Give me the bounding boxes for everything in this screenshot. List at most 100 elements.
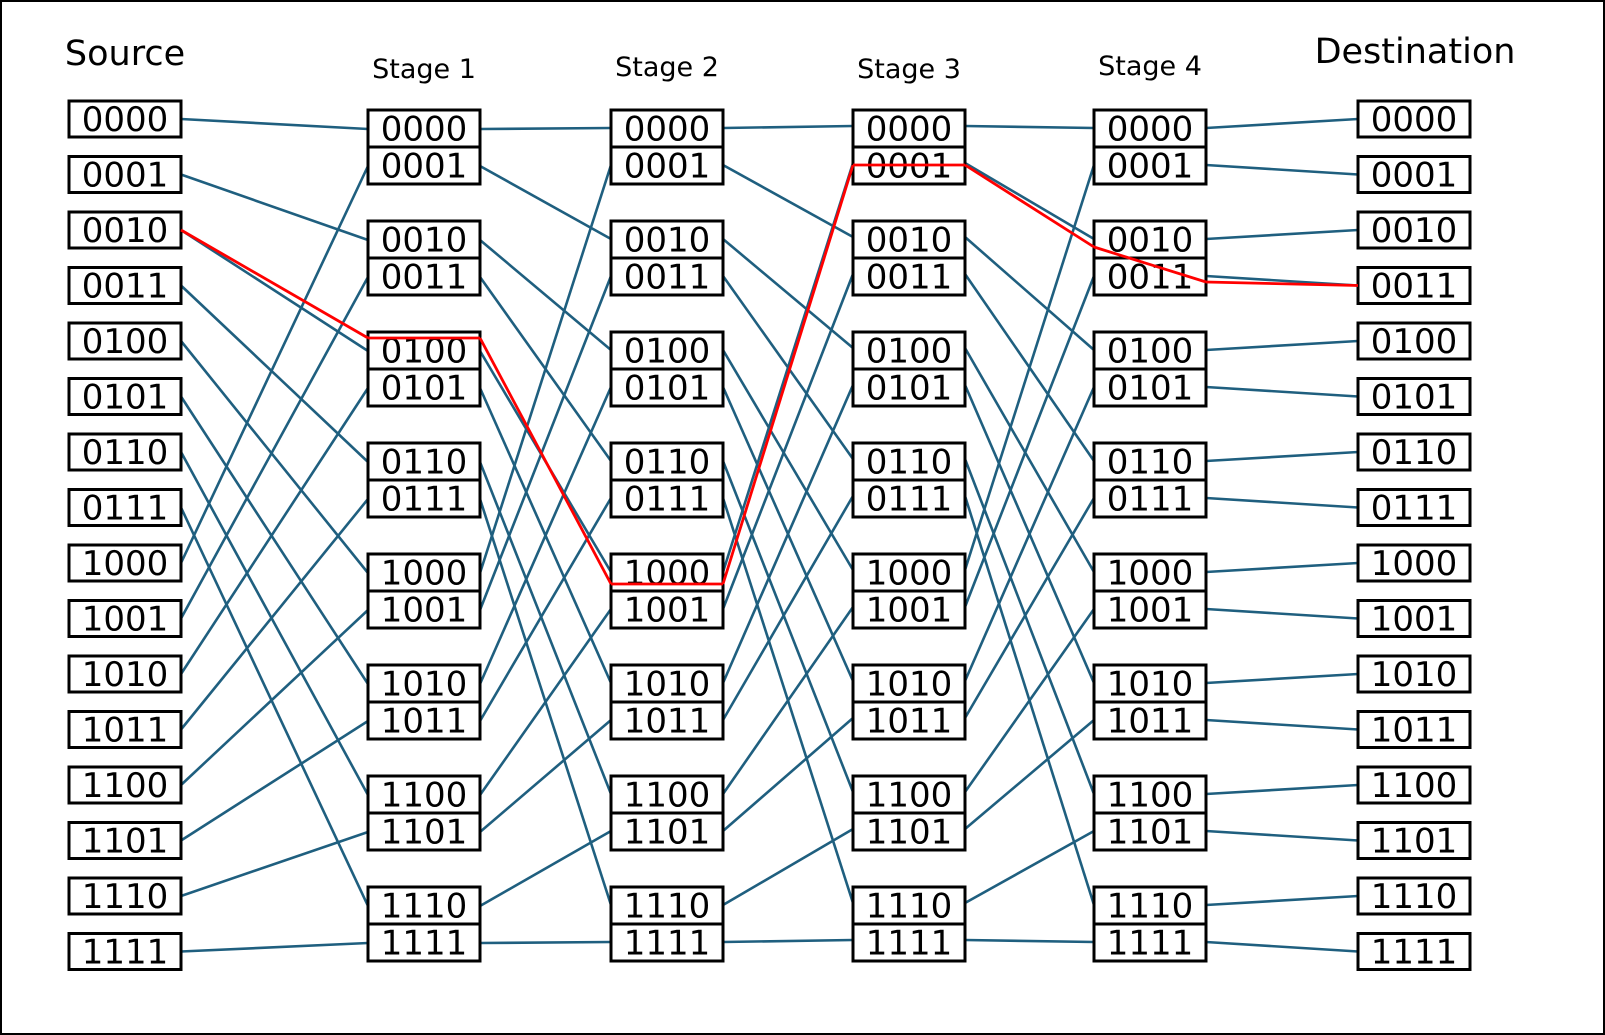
stage2-node-1110: 1110 — [609, 885, 725, 927]
stage2-node-1101: 1101 — [609, 811, 725, 853]
stage2-node-1100-label: 1100 — [624, 776, 711, 816]
stage1-node-1010: 1010 — [366, 663, 482, 705]
stage3-node-0000: 0000 — [851, 108, 967, 150]
source-node-0101: 0101 — [67, 377, 183, 418]
wire-stage4-0001-to-destination-0001 — [1205, 163, 1359, 176]
stage3-node-0010: 0010 — [851, 219, 967, 261]
stage2-node-1110-box — [609, 885, 725, 926]
stage2-node-0010-label: 0010 — [624, 221, 711, 261]
destination-node-1100: 1100 — [1356, 765, 1472, 806]
wire-stage3-1110-to-stage4-1101 — [964, 829, 1095, 905]
destination-node-1110: 1110 — [1356, 876, 1472, 917]
source-node-0101-box — [67, 377, 183, 416]
stage1-node-0101-label: 0101 — [381, 369, 468, 409]
stage2-node-0101-label: 0101 — [624, 369, 711, 409]
source-node-0111: 0111 — [67, 488, 183, 529]
stage1-node-0001: 0001 — [366, 145, 482, 187]
stage1-node-1111-box — [366, 922, 482, 963]
wire-stage1-0001-to-stage2-0010 — [479, 164, 612, 241]
stage4-node-1011-box — [1092, 700, 1208, 741]
wire-stage1-1011-to-stage2-0111 — [478, 497, 613, 722]
stage1-node-0111: 0111 — [366, 478, 482, 520]
wire-source-1001-to-stage1-0011 — [179, 276, 370, 620]
wire-stage2-1101-to-stage3-1011 — [722, 717, 854, 832]
source-node-0111-label: 0111 — [82, 489, 169, 529]
source-node-0001-label: 0001 — [82, 156, 169, 196]
stage3-node-0101: 0101 — [851, 367, 967, 409]
stage1-node-1111-label: 1111 — [381, 924, 468, 964]
wire-stage4-1011-to-destination-1011 — [1205, 718, 1359, 731]
destination-node-1000-label: 1000 — [1371, 544, 1458, 584]
wire-stage3-1010-to-stage4-0101 — [963, 386, 1096, 682]
destination-node-1010-label: 1010 — [1371, 655, 1458, 695]
destination-node-0010-box — [1356, 210, 1472, 250]
destination-node-0110-box — [1356, 432, 1472, 472]
stage4-node-1011: 1011 — [1092, 700, 1208, 742]
wire-stage2-0010-to-stage3-0100 — [722, 238, 854, 349]
source-node-0000: 0000 — [67, 99, 183, 140]
wire-stage4-0000-to-destination-0000 — [1205, 117, 1359, 130]
destination-node-0101-label: 0101 — [1371, 378, 1458, 418]
source-node-0110-box — [67, 432, 183, 472]
destination-node-0111: 0111 — [1356, 488, 1472, 529]
stage4-node-0001-label: 0001 — [1107, 147, 1194, 187]
stage4-node-1111-box — [1092, 922, 1208, 963]
stage1-node-0001-label: 0001 — [381, 147, 468, 187]
stage1-node-1101: 1101 — [366, 811, 482, 853]
source-node-0101-label: 0101 — [82, 378, 169, 418]
route-segment-stage1-to-stage2 — [478, 337, 613, 585]
wire-stage4-1101-to-destination-1101 — [1205, 829, 1359, 842]
stage4-node-1101-box — [1092, 811, 1208, 852]
route-layer — [180, 163, 1359, 586]
stage4-node-0100-label: 0100 — [1107, 332, 1194, 372]
destination-node-0001-label: 0001 — [1371, 156, 1458, 196]
stage1-node-1101-label: 1101 — [381, 813, 468, 853]
wire-stage4-1000-to-destination-1000 — [1205, 561, 1359, 574]
stage2-node-1001-box — [609, 589, 725, 630]
wire-stage4-0100-to-destination-0100 — [1205, 339, 1359, 352]
wire-stage4-0110-to-destination-0110 — [1205, 450, 1359, 463]
source-node-1111-label: 1111 — [82, 933, 169, 973]
destination-node-0110: 0110 — [1356, 432, 1472, 473]
stage1-node-1011: 1011 — [366, 700, 482, 742]
destination-node-1100-box — [1356, 765, 1472, 805]
stage1-node-0111-label: 0111 — [381, 480, 468, 520]
stage3-node-1001: 1001 — [851, 589, 967, 631]
stage1-node-0001-box — [366, 145, 482, 186]
stage3-node-1111-box — [851, 922, 967, 963]
stage3-node-1100: 1100 — [851, 774, 967, 816]
stage2-node-0111-box — [609, 478, 725, 519]
stage1-node-1110-label: 1110 — [381, 887, 468, 927]
stage1-node-1001-label: 1001 — [381, 591, 468, 631]
wire-stage3-1100-to-stage4-1001 — [963, 608, 1096, 793]
stage4-node-0101-label: 0101 — [1107, 369, 1194, 409]
stage3-node-0101-label: 0101 — [866, 369, 953, 409]
wire-source-0110-to-stage1-1100 — [179, 451, 370, 796]
stage4-node-1100-box — [1092, 774, 1208, 815]
stage2-node-0000-box — [609, 108, 725, 149]
destination-node-0100: 0100 — [1356, 321, 1472, 362]
stage1-node-1011-box — [366, 700, 482, 741]
destination-node-1001-label: 1001 — [1371, 600, 1458, 640]
destination-node-0010: 0010 — [1356, 210, 1472, 251]
stage3-node-1010-label: 1010 — [866, 665, 953, 705]
stage3-node-0110-label: 0110 — [866, 443, 953, 483]
wire-stage3-1001-to-stage4-0011 — [963, 275, 1096, 608]
stage4-node-0110-label: 0110 — [1107, 443, 1194, 483]
stage2-node-0100: 0100 — [609, 330, 725, 372]
stage1-node-0101: 0101 — [366, 367, 482, 409]
source-node-1110-box — [67, 876, 183, 916]
stage4-node-1100: 1100 — [1092, 774, 1208, 816]
source-node-1101-box — [67, 821, 183, 860]
stage3-node-1111: 1111 — [851, 922, 967, 964]
stage1-node-0000-label: 0000 — [381, 110, 468, 150]
stage1-node-0110-label: 0110 — [381, 443, 468, 483]
wire-stage1-1110-to-stage2-1101 — [479, 829, 612, 908]
wire-source-0010-to-stage1-0100 — [180, 228, 369, 353]
wire-stage1-1111-to-stage2-1111 — [479, 940, 612, 945]
stage4-node-1011-label: 1011 — [1107, 702, 1194, 742]
source-node-0010-label: 0010 — [82, 211, 169, 251]
wire-stage4-1001-to-destination-1001 — [1205, 607, 1359, 620]
source-node-0010-box — [67, 210, 183, 250]
